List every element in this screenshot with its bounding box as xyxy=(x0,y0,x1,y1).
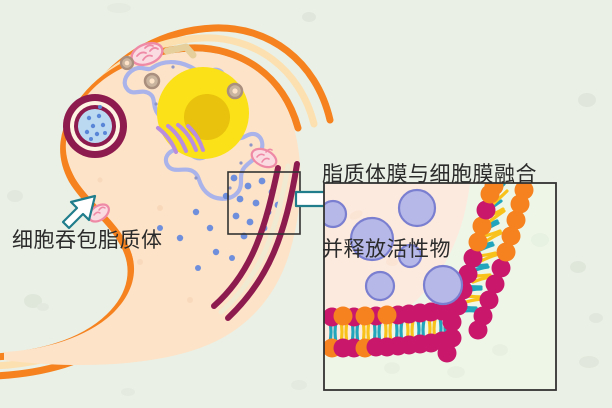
label-cell-engulfs-liposome: 细胞吞包脂质体 xyxy=(12,228,163,252)
fusion-membrane xyxy=(211,161,300,321)
golgi-apparatus xyxy=(156,123,205,154)
label-membrane-fusion-line1: 脂质体膜与细胞膜融合 xyxy=(322,162,537,186)
mitochondrion-lower xyxy=(250,147,278,169)
bilayer-heads-upper xyxy=(324,301,452,327)
rod-structure xyxy=(163,43,197,59)
label-membrane-fusion: 脂质体膜与细胞膜融合 并释放活性物 xyxy=(322,112,537,312)
brown-vesicles xyxy=(119,55,244,100)
liposome-contents xyxy=(84,105,107,141)
nucleolus xyxy=(184,94,230,140)
liposome xyxy=(63,94,127,158)
bilayer-curved xyxy=(437,183,534,363)
bilayer-heads-outer xyxy=(468,183,534,340)
vesicles xyxy=(324,188,464,306)
engulf-arrow xyxy=(61,194,97,230)
organelles xyxy=(88,41,282,303)
bilayer-heads-lower xyxy=(324,331,452,358)
background-texture xyxy=(7,3,603,396)
inset-frame xyxy=(323,182,557,391)
bilayer-horizontal xyxy=(324,301,452,358)
label-membrane-fusion-line2: 并释放活性物 xyxy=(322,237,451,261)
